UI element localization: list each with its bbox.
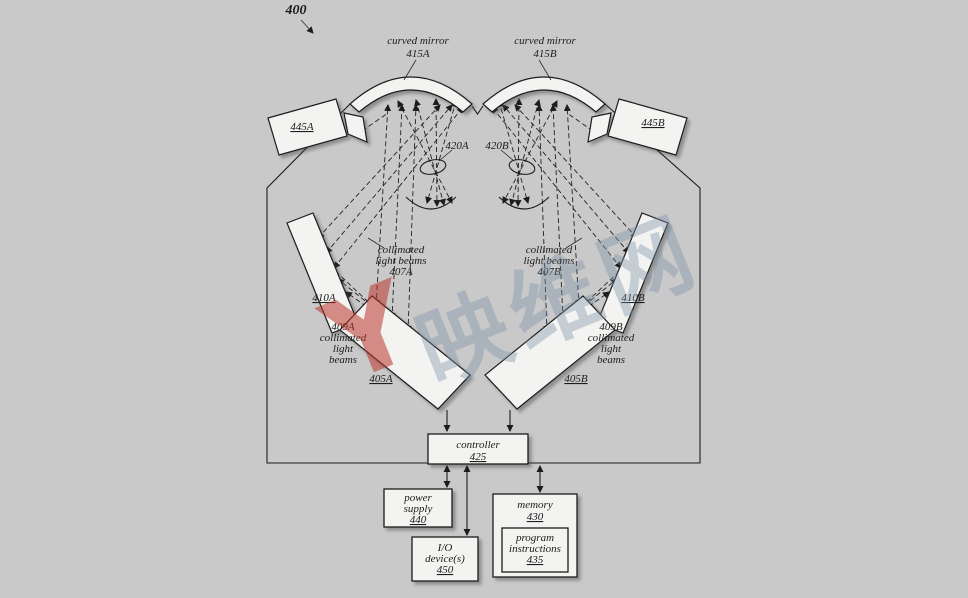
label-line: 407B bbox=[537, 266, 561, 278]
label-line: collimated bbox=[378, 244, 425, 256]
camera-b-lens bbox=[587, 112, 612, 143]
controller-ref: 425 bbox=[470, 451, 487, 463]
beam bbox=[549, 103, 567, 321]
power-supply-box bbox=[383, 488, 453, 528]
leader-pupil-b bbox=[500, 149, 515, 162]
label-line: collimated bbox=[320, 332, 367, 344]
mirror-a-ref: 415A bbox=[406, 48, 430, 60]
beam bbox=[509, 98, 541, 207]
label-line: collimated bbox=[588, 332, 635, 344]
beam bbox=[425, 99, 458, 205]
label-line: beams bbox=[597, 354, 625, 366]
io-devices-ref: 450 bbox=[437, 564, 454, 576]
display-panel-a bbox=[339, 295, 471, 410]
mirror-junction bbox=[471, 105, 484, 115]
label-line: light beams bbox=[523, 255, 574, 267]
beam-group-vertical-b bbox=[535, 103, 583, 334]
camera-sightline-b bbox=[566, 112, 594, 132]
beams-409b-label: 409B collimated light beams bbox=[588, 321, 635, 366]
program-instructions-label: program bbox=[515, 532, 554, 544]
display-b-ref: 405B bbox=[564, 373, 588, 385]
beams-407b-label: collimated light beams 407B bbox=[523, 244, 574, 278]
leader-beams-a bbox=[367, 237, 385, 249]
label-line: 409B bbox=[599, 321, 623, 333]
fold-optic-b-ref: 410B bbox=[621, 292, 645, 304]
beams-409a-label: 409A collimated light beams bbox=[320, 321, 367, 366]
beam bbox=[535, 103, 551, 334]
beam bbox=[502, 100, 558, 204]
eye-arc-b bbox=[498, 196, 550, 210]
mirror-b-label: curved mirror bbox=[514, 35, 576, 47]
camera-b-body bbox=[607, 98, 688, 156]
camera-a-body bbox=[267, 98, 348, 156]
leader-pupil-a bbox=[438, 149, 453, 162]
memory-label: memory bbox=[517, 499, 553, 511]
program-instructions-box bbox=[501, 527, 569, 573]
pupil-ellipse-a bbox=[419, 159, 447, 175]
beam bbox=[432, 97, 441, 208]
camera-a-lens bbox=[343, 112, 368, 143]
beam bbox=[333, 106, 464, 269]
program-instructions-label: instructions bbox=[509, 543, 561, 555]
io-devices-label: device(s) bbox=[425, 553, 465, 565]
beam bbox=[491, 106, 622, 269]
beam bbox=[397, 100, 453, 204]
label-line: beams bbox=[329, 354, 357, 366]
display-panel-b bbox=[484, 295, 616, 410]
controller-box bbox=[427, 433, 529, 465]
beam bbox=[372, 103, 392, 308]
curved-mirror-a bbox=[349, 76, 473, 113]
camera-sightline-a bbox=[361, 112, 389, 132]
mirror-a-label: curved mirror bbox=[387, 35, 449, 47]
curved-mirror-b bbox=[482, 76, 606, 113]
mirror-b-ref: 415B bbox=[533, 48, 557, 60]
figure-number: 400 bbox=[285, 3, 307, 18]
leader-mirror-b bbox=[538, 59, 552, 81]
leader-beams-b bbox=[565, 237, 583, 249]
label-line: light bbox=[333, 343, 354, 355]
eye-arc-a bbox=[405, 196, 457, 210]
camera-b-ref: 445B bbox=[641, 117, 665, 129]
label-line: collimated bbox=[526, 244, 573, 256]
beam-group-diagonal-a bbox=[317, 104, 464, 269]
io-devices-label: I/O bbox=[437, 542, 453, 554]
fold-optic-a-ref: 410A bbox=[312, 292, 336, 304]
beam bbox=[414, 98, 446, 207]
camera-a-ref: 445A bbox=[290, 121, 314, 133]
pupil-b-ref: 420B bbox=[485, 140, 509, 152]
fold-optic-a bbox=[286, 212, 359, 334]
beams-407a-label: collimated light beams 407A bbox=[375, 244, 426, 278]
io-devices-box bbox=[411, 536, 479, 582]
label-line: 407A bbox=[389, 266, 413, 278]
display-a-ref: 405A bbox=[369, 373, 393, 385]
memory-ref: 430 bbox=[527, 511, 544, 523]
beam bbox=[404, 103, 420, 334]
beam-group-diagonal-b bbox=[491, 104, 638, 269]
pupil-a-ref: 420A bbox=[445, 140, 469, 152]
beam bbox=[388, 103, 406, 321]
label-line: light bbox=[601, 343, 622, 355]
beam bbox=[514, 97, 523, 208]
power-supply-ref: 440 bbox=[410, 514, 427, 526]
program-instructions-ref: 435 bbox=[527, 554, 544, 566]
fold-optic-b bbox=[596, 212, 669, 334]
beam bbox=[563, 103, 583, 308]
label-line: 409A bbox=[331, 321, 355, 333]
leader-mirror-a bbox=[403, 59, 417, 81]
beam-group-vertical-a bbox=[372, 103, 420, 334]
controller-label: controller bbox=[456, 439, 500, 451]
power-supply-label: supply bbox=[404, 503, 433, 515]
figure-number-arrow bbox=[300, 19, 314, 34]
pupil-ellipse-b bbox=[508, 159, 536, 175]
power-supply-label: power bbox=[403, 492, 432, 504]
label-line: light beams bbox=[375, 255, 426, 267]
